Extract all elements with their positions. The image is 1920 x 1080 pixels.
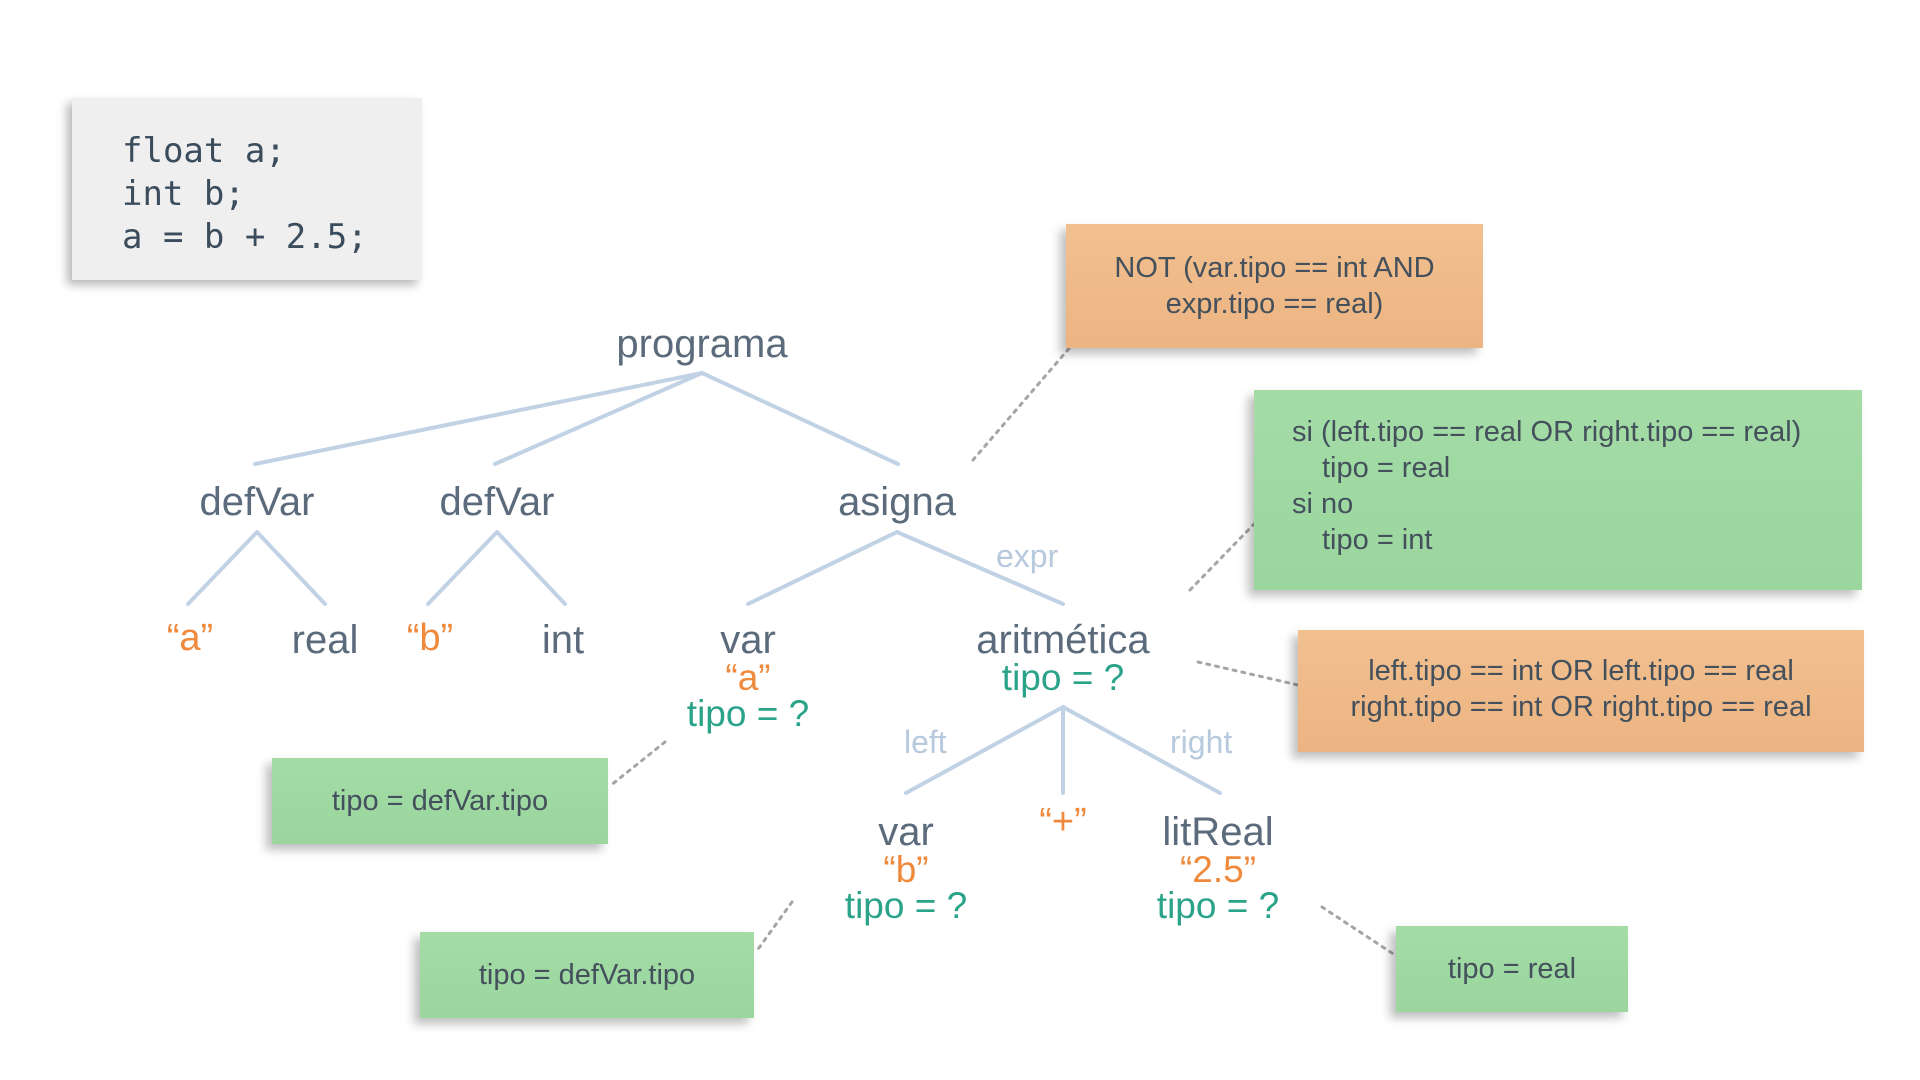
- note-var-a-tipo: tipo = defVar.tipo: [272, 758, 608, 844]
- node-var-a-value: “a”: [725, 657, 771, 698]
- node-aritmetica-label: aritmética: [976, 618, 1150, 662]
- note-var-b-tipo-text: tipo = defVar.tipo: [478, 959, 696, 991]
- leaf-defvar-1-type-text: real: [291, 618, 359, 662]
- note-var-b-tipo: tipo = defVar.tipo: [420, 932, 754, 1018]
- note-litreal-tipo-text: tipo = real: [1447, 953, 1577, 985]
- node-defvar-2: defVar: [397, 482, 597, 522]
- edge-defvar1-real: [255, 530, 327, 606]
- note-aritmetica-tipo-line-1: si (left.tipo == real OR right.tipo == r…: [1292, 416, 1802, 448]
- note-aritmetica-tipo: si (left.tipo == real OR right.tipo == r…: [1254, 390, 1862, 590]
- node-operator-value: “+”: [1039, 801, 1087, 843]
- connector-asigna-note: [971, 343, 1074, 462]
- edge-aritmetica-left: [904, 705, 1065, 795]
- leaf-defvar-1-type: real: [265, 620, 385, 660]
- edge-defvar1-a: [186, 530, 259, 606]
- node-defvar-2-label: defVar: [439, 480, 555, 524]
- node-operator: “+”: [1003, 802, 1123, 842]
- code-line-2: int b;: [122, 174, 245, 214]
- node-programa-label: programa: [616, 322, 788, 366]
- code-line-3: a = b + 2.5;: [122, 217, 368, 257]
- node-litreal-label: litReal: [1162, 810, 1274, 854]
- node-litreal-value: “2.5”: [1179, 849, 1257, 890]
- node-asigna-label: asigna: [838, 480, 956, 524]
- node-litreal: litReal “2.5” tipo = ?: [1108, 812, 1328, 924]
- edge-asigna-aritmetica: [895, 530, 1065, 606]
- connector-var-b-note: [754, 900, 794, 954]
- edge-defvar2-b: [426, 530, 499, 606]
- edge-programa-defvar1: [253, 371, 704, 466]
- node-litreal-attr: tipo = ?: [1156, 885, 1280, 926]
- node-defvar-1-label: defVar: [199, 480, 315, 524]
- node-var-b-attr: tipo = ?: [844, 885, 968, 926]
- node-defvar-1: defVar: [157, 482, 357, 522]
- note-asigna-rule-line-1: NOT (var.tipo == int AND: [1114, 252, 1435, 284]
- edge-label-expr: expr: [996, 538, 1059, 574]
- connector-aritmetica-check-note: [1196, 660, 1300, 687]
- node-programa: programa: [592, 324, 812, 364]
- edge-label-left: left: [904, 724, 947, 760]
- connector-aritmetica-tipo-note: [1188, 518, 1260, 592]
- note-asigna-rule: NOT (var.tipo == int AND expr.tipo == re…: [1066, 224, 1483, 348]
- node-asigna: asigna: [797, 482, 997, 522]
- edge-programa-defvar2: [493, 371, 704, 466]
- note-aritmetica-check: left.tipo == int OR left.tipo == real ri…: [1298, 630, 1864, 752]
- note-aritmetica-tipo-line-4: tipo = int: [1322, 524, 1433, 556]
- edge-defvar2-int: [495, 530, 567, 606]
- edge-asigna-var: [746, 530, 899, 606]
- note-asigna-rule-line-2: expr.tipo == real): [1165, 288, 1384, 320]
- leaf-defvar-1-id-text: “a”: [166, 617, 214, 659]
- leaf-defvar-2-id: “b”: [370, 618, 490, 658]
- edge-aritmetica-right: [1061, 705, 1222, 795]
- note-aritmetica-check-line-2: right.tipo == int OR right.tipo == real: [1350, 691, 1812, 723]
- node-var-a-label: var: [720, 618, 776, 662]
- connector-litreal-note: [1320, 905, 1400, 959]
- code-line-1: float a;: [122, 131, 286, 171]
- note-aritmetica-check-line-1: left.tipo == int OR left.tipo == real: [1368, 655, 1794, 687]
- edge-programa-asigna: [700, 371, 900, 466]
- leaf-defvar-2-type: int: [503, 620, 623, 660]
- node-var-a-attr: tipo = ?: [686, 693, 810, 734]
- node-var-b: var “b” tipo = ?: [806, 812, 1006, 924]
- note-aritmetica-tipo-line-3: si no: [1292, 488, 1354, 520]
- note-var-a-tipo-text: tipo = defVar.tipo: [331, 785, 549, 817]
- leaf-defvar-2-type-text: int: [541, 618, 585, 662]
- leaf-defvar-2-id-text: “b”: [406, 617, 454, 659]
- node-var-a: var “a” tipo = ?: [648, 620, 848, 732]
- note-litreal-tipo: tipo = real: [1396, 926, 1628, 1012]
- edge-label-right: right: [1170, 724, 1233, 760]
- connector-var-a-note: [608, 740, 667, 788]
- node-var-b-label: var: [878, 810, 934, 854]
- source-code-card: float a; int b; a = b + 2.5;: [72, 98, 422, 280]
- node-aritmetica: aritmética tipo = ?: [943, 620, 1183, 696]
- note-aritmetica-tipo-line-2: tipo = real: [1322, 452, 1451, 484]
- node-var-b-value: “b”: [883, 849, 929, 890]
- node-aritmetica-attr: tipo = ?: [1001, 657, 1125, 698]
- leaf-defvar-1-id: “a”: [130, 618, 250, 658]
